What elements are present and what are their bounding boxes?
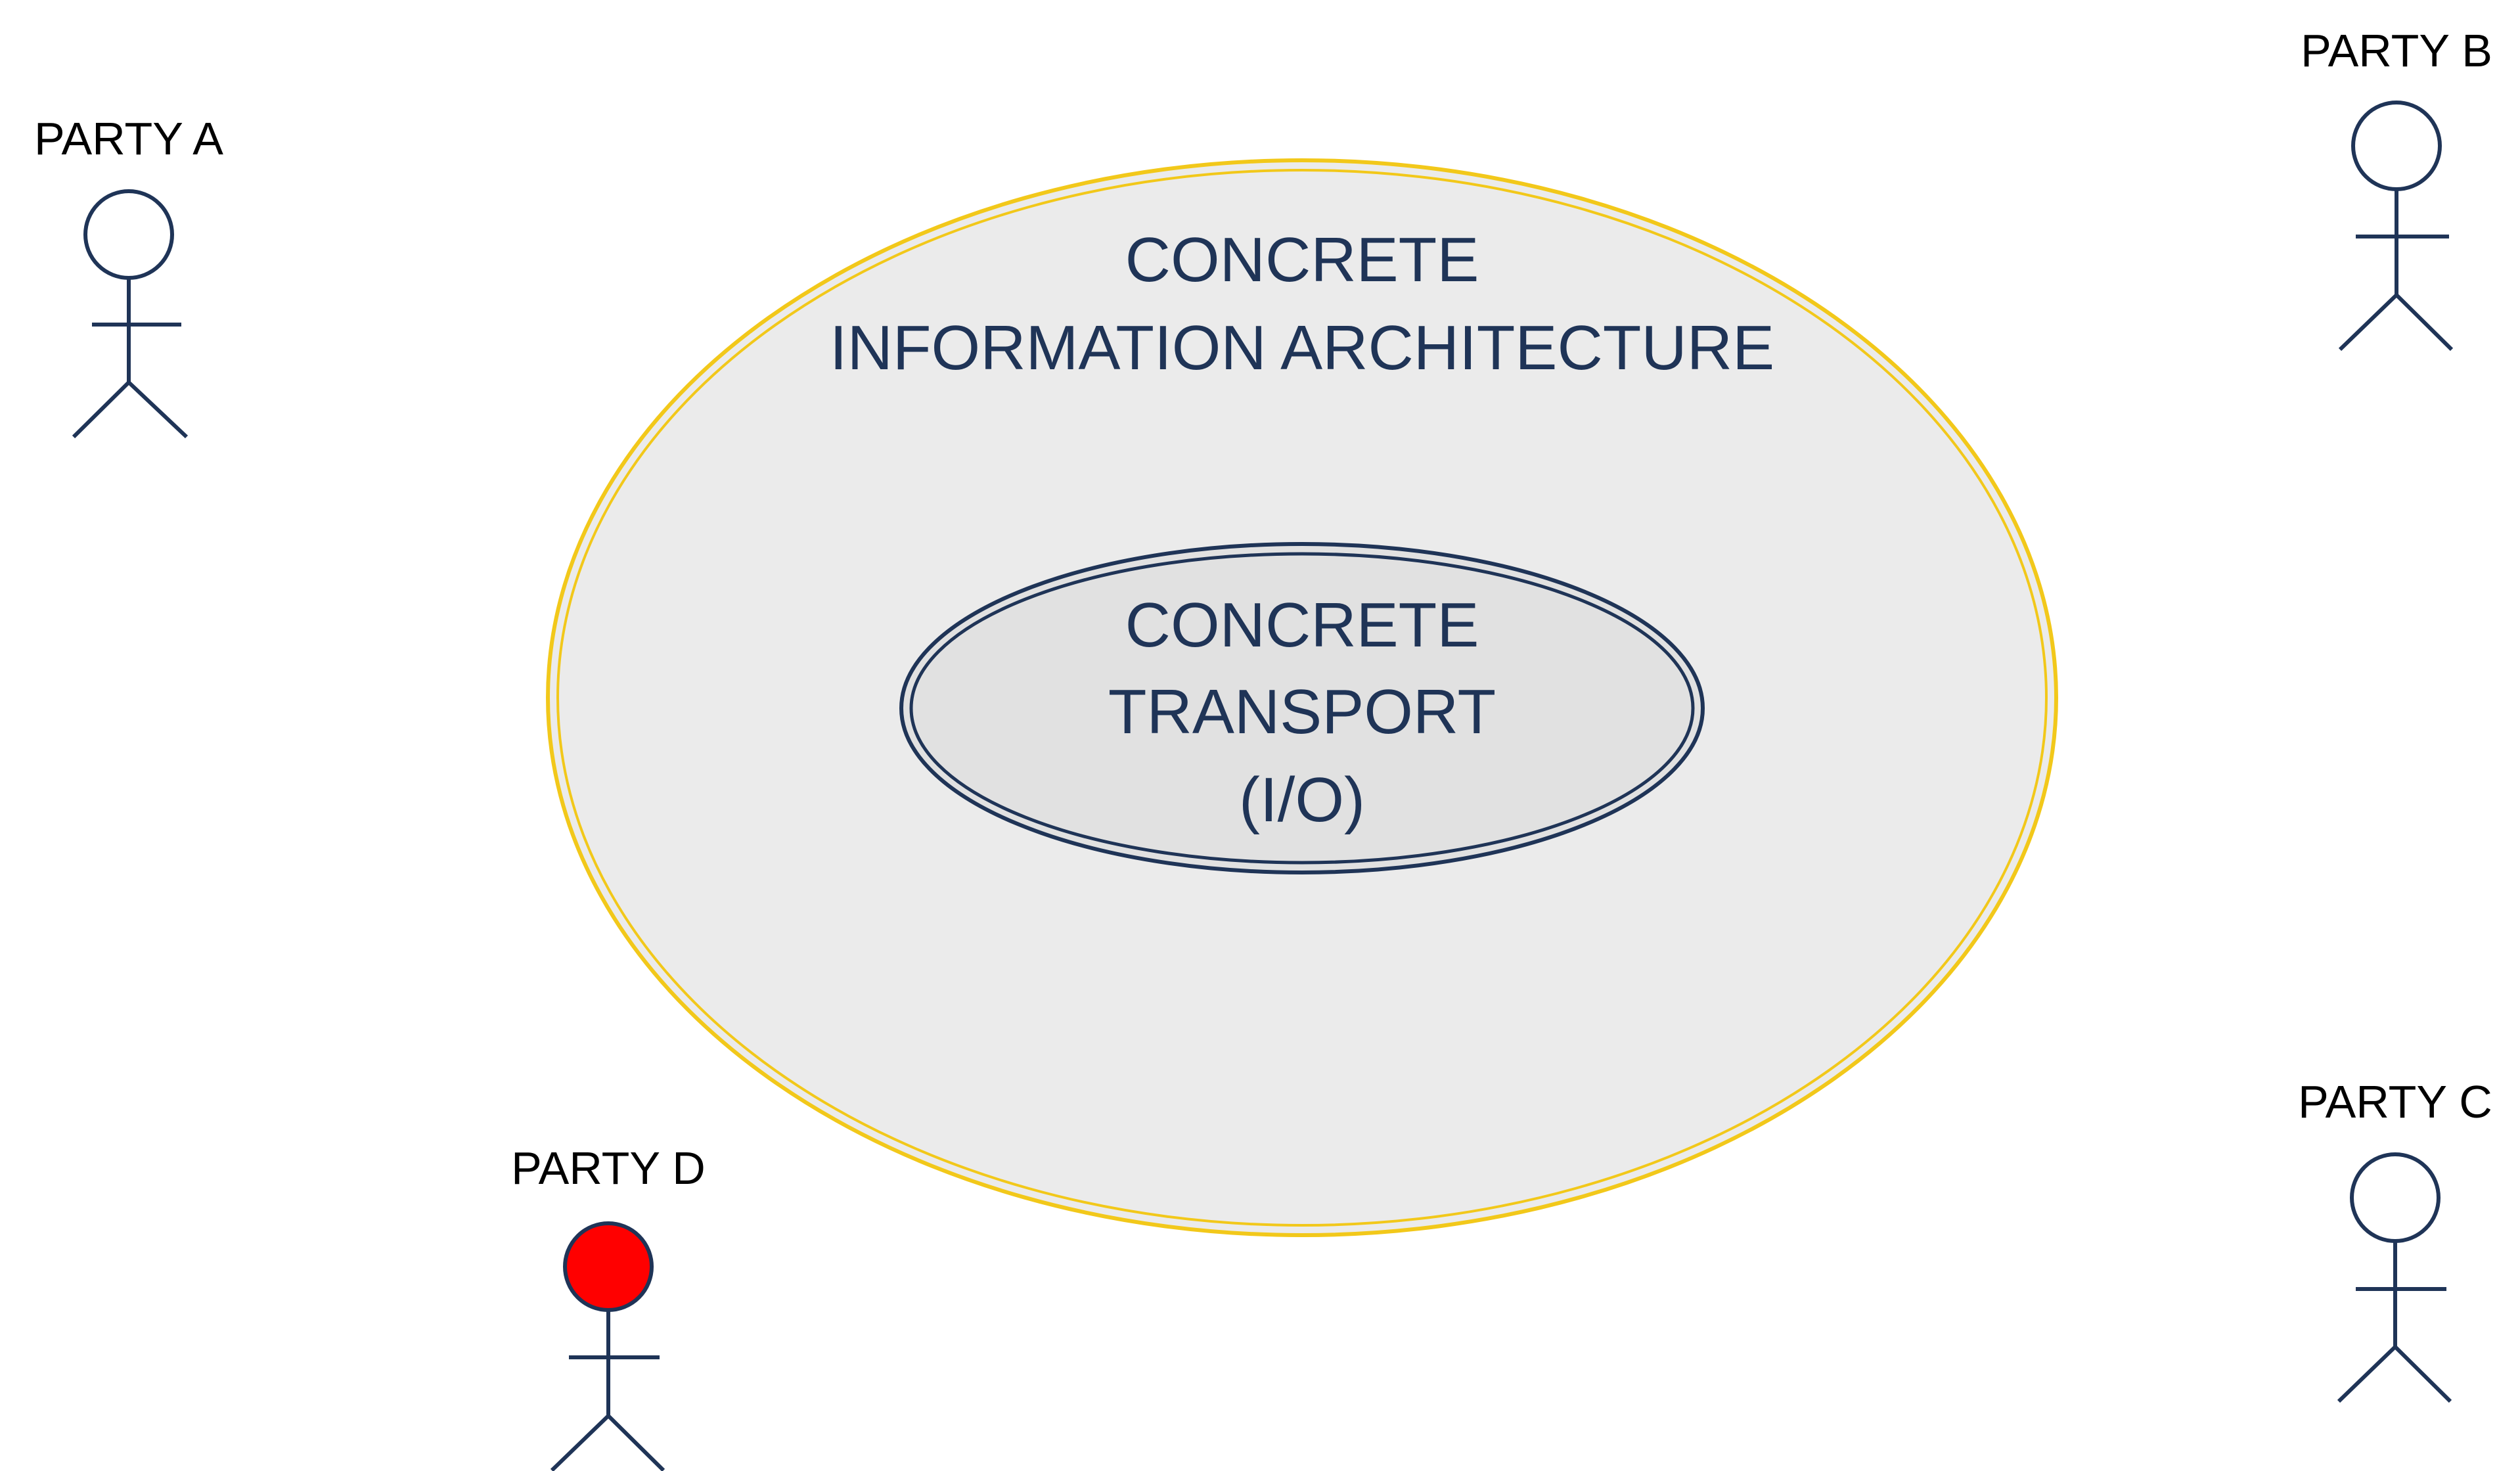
party-a: PARTY A: [34, 113, 223, 439]
party-b-label: PARTY B: [2301, 25, 2492, 76]
inner-ellipse-inner-ring: [909, 552, 1695, 865]
inner-region-title-line-3: (I/O): [1239, 765, 1365, 835]
transport-region: CONCRETE TRANSPORT (I/O): [899, 542, 1705, 874]
stick-figure-icon: [2337, 1152, 2452, 1403]
inner-ellipse: [899, 542, 1705, 874]
outer-ellipse-inner-ring: [556, 169, 2048, 1227]
stick-figure-icon: [2338, 101, 2454, 351]
party-c: PARTY C: [2298, 1076, 2492, 1403]
party-c-head: [2350, 1152, 2441, 1243]
party-a-left-leg: [72, 380, 131, 439]
party-b: PARTY B: [2301, 25, 2492, 351]
party-a-label: PARTY A: [34, 113, 223, 164]
party-d-left-leg: [550, 1414, 610, 1471]
party-c-left-leg: [2337, 1345, 2397, 1403]
party-d-head: [563, 1221, 654, 1312]
outer-region-title-line-1: CONCRETE: [1125, 225, 1479, 295]
party-a-head: [83, 189, 174, 280]
party-d: PARTY D: [511, 1143, 706, 1471]
inner-region-title-line-2: TRANSPORT: [1108, 677, 1496, 747]
party-b-left-leg: [2338, 293, 2398, 351]
party-a-right-leg: [127, 380, 189, 439]
inner-region-title-line-1: CONCRETE: [1125, 590, 1479, 660]
party-c-right-leg: [2393, 1345, 2452, 1403]
outer-region-title-line-2: INFORMATION ARCHITECTURE: [830, 313, 1774, 383]
party-d-label: PARTY D: [511, 1143, 706, 1194]
party-b-head: [2351, 101, 2442, 191]
party-c-label: PARTY C: [2298, 1076, 2492, 1127]
stick-figure-icon: [72, 189, 189, 439]
party-d-right-leg: [606, 1414, 665, 1471]
party-b-right-leg: [2395, 293, 2454, 351]
stick-figure-icon: [550, 1221, 665, 1471]
